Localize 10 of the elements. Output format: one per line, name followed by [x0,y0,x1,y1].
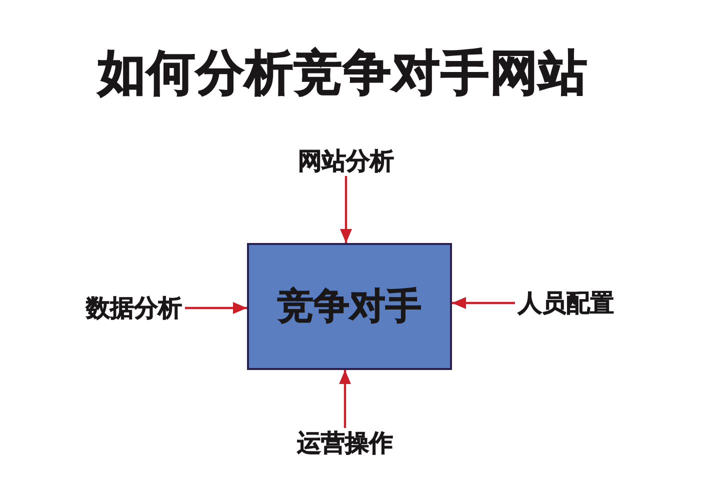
node-label: 人员配置 [518,291,614,315]
arrow [339,370,351,428]
node-label: 网站分析 [298,149,394,173]
node-label: 数据分析 [86,296,182,320]
arrow [452,297,515,309]
node-label: 运营操作 [297,431,393,455]
topic-box: 竞争对手 [247,243,452,370]
arrow [340,176,352,243]
arrow [185,302,247,314]
title: 如何分析竞争对手网站 [98,49,588,97]
